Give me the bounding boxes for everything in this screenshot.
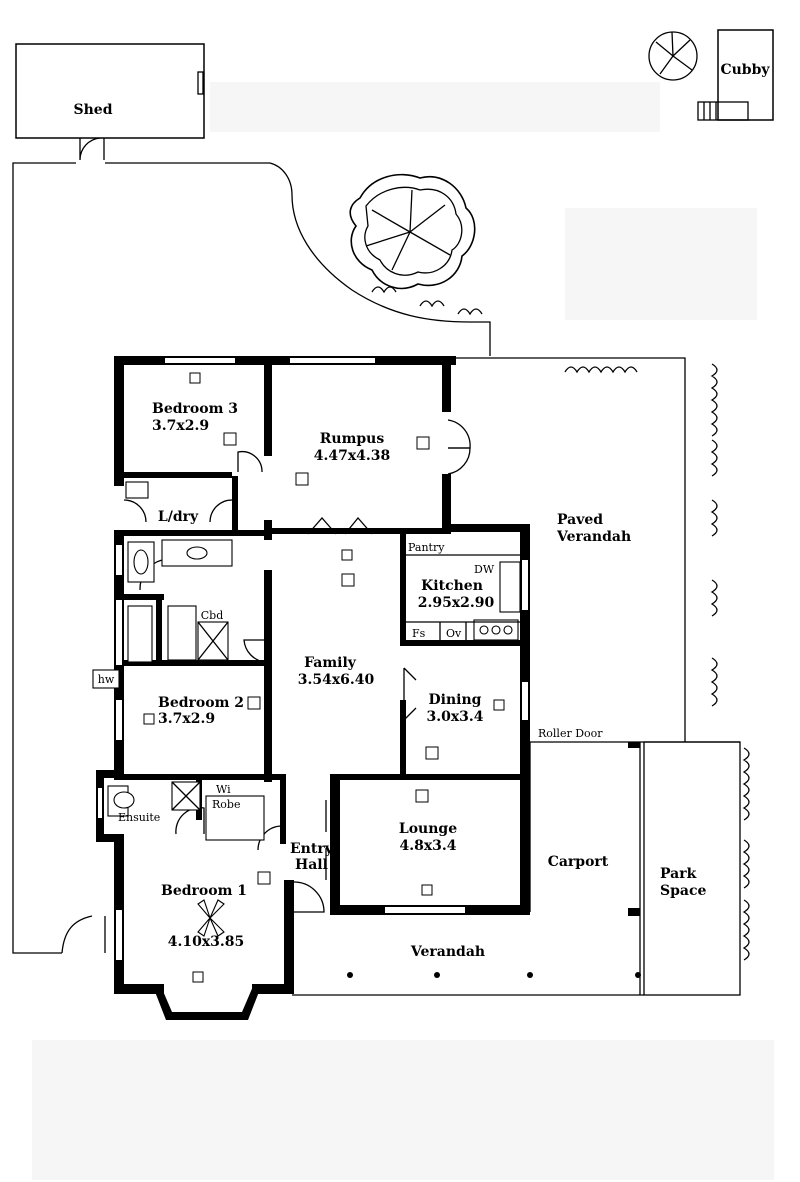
verandah-outline bbox=[292, 972, 644, 996]
walk-in-robe-line1: Wi bbox=[216, 783, 231, 796]
pantry-name: Pantry bbox=[408, 541, 445, 554]
fixtures bbox=[92, 481, 521, 841]
oven-label: Ov bbox=[446, 627, 462, 640]
cubby: Cubby bbox=[697, 29, 774, 121]
fridge-space-label: Fs bbox=[412, 627, 426, 640]
ensuite-name: Ensuite bbox=[118, 811, 160, 824]
bedroom1-name: Bedroom 1 bbox=[161, 883, 247, 899]
tree-large-icon bbox=[349, 173, 476, 290]
family-size: 3.54x6.40 bbox=[298, 672, 375, 688]
doors bbox=[123, 419, 471, 913]
tree-small-icon bbox=[648, 31, 698, 81]
walk-in-robe-line2: Robe bbox=[212, 798, 240, 811]
verandah-label: Verandah bbox=[410, 944, 485, 960]
dining-name: Dining bbox=[429, 692, 482, 708]
bedroom2-name: Bedroom 2 bbox=[158, 695, 244, 711]
paved-verandah-outline bbox=[450, 357, 740, 743]
paved-verandah-line2: Verandah bbox=[556, 529, 631, 545]
bedroom1-size: 4.10x3.85 bbox=[168, 934, 245, 950]
lounge-name: Lounge bbox=[399, 821, 457, 837]
lounge-size: 4.8x3.4 bbox=[399, 838, 456, 854]
entry-hall-line1: Entry bbox=[290, 841, 334, 857]
laundry-name: L/dry bbox=[158, 509, 199, 525]
park-space-line2: Space bbox=[660, 883, 706, 899]
shed-label: Shed bbox=[74, 102, 113, 118]
shed: Shed bbox=[15, 43, 205, 161]
windows bbox=[98, 358, 528, 960]
roller-door-label: Roller Door bbox=[538, 727, 603, 740]
kitchen-size: 2.95x2.90 bbox=[418, 595, 495, 611]
ceiling-fan-icon bbox=[197, 899, 225, 937]
family-name: Family bbox=[304, 655, 357, 671]
carport-label: Carport bbox=[548, 854, 609, 870]
shrub-line-icon bbox=[371, 286, 750, 961]
vent-icons bbox=[143, 372, 505, 983]
blank-panel-bottom bbox=[32, 1040, 774, 1180]
hot-water-label: hw bbox=[98, 673, 115, 686]
bedroom3-name: Bedroom 3 bbox=[152, 401, 238, 417]
dishwasher-label: DW bbox=[474, 563, 495, 576]
cubby-label: Cubby bbox=[720, 62, 770, 78]
kitchen-name: Kitchen bbox=[421, 578, 483, 594]
park-space-line1: Park bbox=[660, 866, 697, 882]
blank-panel-right bbox=[565, 208, 757, 320]
cupboard-label: Cbd bbox=[201, 609, 224, 622]
bedroom2-size: 3.7x2.9 bbox=[158, 711, 215, 727]
property-boundary bbox=[12, 162, 491, 954]
bedroom3-size: 3.7x2.9 bbox=[152, 418, 209, 434]
rumpus-name: Rumpus bbox=[320, 431, 385, 447]
paved-verandah-line1: Paved bbox=[557, 512, 603, 528]
dining-size: 3.0x3.4 bbox=[426, 709, 483, 725]
entry-hall-line2: Hall bbox=[295, 857, 328, 873]
rumpus-size: 4.47x4.38 bbox=[314, 448, 391, 464]
blank-panel-top bbox=[210, 82, 660, 132]
